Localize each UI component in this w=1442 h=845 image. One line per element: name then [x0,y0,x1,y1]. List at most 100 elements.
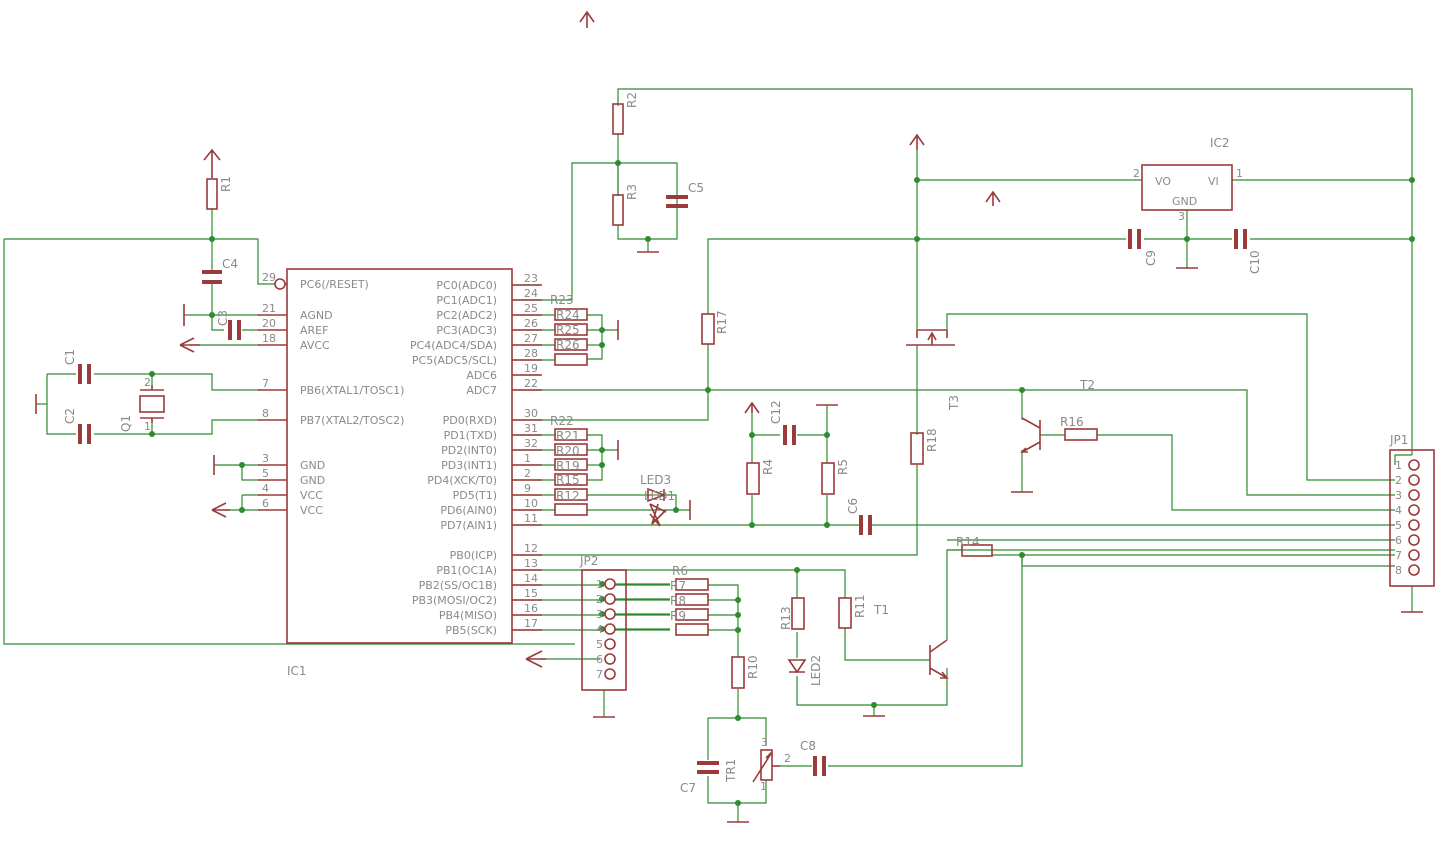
jp2-pin-number: 2 [596,593,603,606]
resistor-r6 [675,623,709,636]
r3-label: R3 [625,184,639,200]
led3-label: LED3 [640,473,671,487]
jp1-pin-number: 6 [1395,534,1402,547]
vcc-arrow-icon [744,401,760,414]
led1-label: LED1 [644,489,675,503]
capacitor-c12 [783,425,796,445]
capacitor-c4 [202,270,222,284]
c7-label: C7 [680,781,696,795]
jp2-pin-circle [604,668,616,680]
ic1-pin-label: PD2(INT0) [441,444,497,457]
r10-label: R10 [746,655,760,679]
resistor-r10 [731,656,745,689]
capacitor-c6 [859,515,872,535]
capacitor-c1 [78,364,91,384]
capacitors: C4 C3 C1 C2 C5 C9 C10 C12 C6 C7 C8 [63,181,1262,795]
ic1-pin-number: 2 [524,467,531,480]
ic1-label: IC1 [287,664,307,678]
trimmer-body [760,749,773,781]
ic1-pin-label: ADC6 [466,369,497,382]
ic1-pin-number: 18 [262,332,276,345]
crystal-q1: Q1 2 1 [119,376,165,433]
resistor-r5 [821,462,835,495]
r4-label: R4 [761,459,775,475]
tr1-pin2: 2 [784,752,791,765]
reset-inverter-bubble [274,278,286,290]
resistor-r7 [675,578,709,591]
power-symbols [35,10,1423,823]
ic1-pin-number: 17 [524,617,538,630]
c1-label: C1 [63,349,77,365]
jp2-pin-number: 4 [596,623,603,636]
ic1-pin-label: PD5(T1) [453,489,497,502]
ic1-pin-number: 6 [262,497,269,510]
tr1-label: TR1 [724,759,738,783]
r5-label: R5 [836,459,850,475]
r19-label: R19 [556,459,580,473]
ic1-pin-number: 3 [262,452,269,465]
c3-label: C3 [216,310,230,326]
ic1-pin-number: 23 [524,272,538,285]
ic1-pin-label: PC5(ADC5/SCL) [412,354,497,367]
r15-label: R15 [556,473,580,487]
r22-label: R22 [550,414,574,428]
jp2-pin-number: 6 [596,653,603,666]
ic2: IC2 VO VI GND 2 1 3 [1133,136,1243,223]
capacitor-c10 [1234,229,1247,249]
capacitor-c2 [78,424,91,444]
q1-label: Q1 [119,415,133,432]
transistor-t3: T3 [906,329,961,411]
c8-label: C8 [800,739,816,753]
resistor-r19 [554,473,588,486]
transistor-t2: T2 [1020,378,1095,453]
resistor-r22 [554,428,588,441]
junctions [149,160,1415,806]
jp2-pin-number: 1 [596,578,603,591]
jp2-pin-circle [604,638,616,650]
capacitor-c7 [697,761,719,774]
jp1-pin-number: 2 [1395,474,1402,487]
ic1-pin-label: PD1(TXD) [444,429,497,442]
ic1-pin-number: 8 [262,407,269,420]
ic1-pin-label: ADC7 [466,384,497,397]
ic1-pin-label: PC4(ADC4/SDA) [410,339,497,352]
q1-pin2: 2 [144,376,151,389]
ic1-pin-label: PC3(ADC3) [436,324,497,337]
jp1-label: JP1 [1389,433,1408,447]
ic2-pin3: 3 [1178,210,1185,223]
r9-label: R9 [670,609,686,623]
ic1-pin-label: PB3(MOSI/OC2) [412,594,497,607]
ic1-pin-number: 21 [262,302,276,315]
resistor-r12 [554,503,588,516]
resistor-r17 [701,313,715,345]
ic2-gnd: GND [1172,195,1197,208]
resistor-r20 [554,458,588,471]
r2-label: R2 [625,92,639,108]
ic1-pin-number: 29 [262,271,276,284]
vcc-arrow-icon [179,337,200,353]
ic1-pin-number: 28 [524,347,538,360]
ic1-pin-label: PB6(XTAL1/TOSC1) [300,384,404,397]
ic1-pin-number: 14 [524,572,538,585]
r16-label: R16 [1060,415,1084,429]
ic1-pin-number: 16 [524,602,538,615]
ic1-pin-number: 20 [262,317,276,330]
t1-label: T1 [873,603,889,617]
ic1-pin-number: 32 [524,437,538,450]
r12-label: R12 [556,489,580,503]
ic1-pin-number: 31 [524,422,538,435]
ic1-pin-number: 7 [262,377,269,390]
resistor-r8 [675,593,709,606]
transistor-t1: T1 [873,603,949,679]
ic1-pin-label: AREF [300,324,328,337]
ic2-body [1141,164,1233,211]
ic1-pin-number: 11 [524,512,538,525]
jp1-body [1389,449,1435,587]
jp1-pin-circle [1408,564,1420,576]
jp1-pin-circle [1408,519,1420,531]
resistor-r13 [791,597,805,630]
vcc-arrow-icon [985,190,1001,206]
